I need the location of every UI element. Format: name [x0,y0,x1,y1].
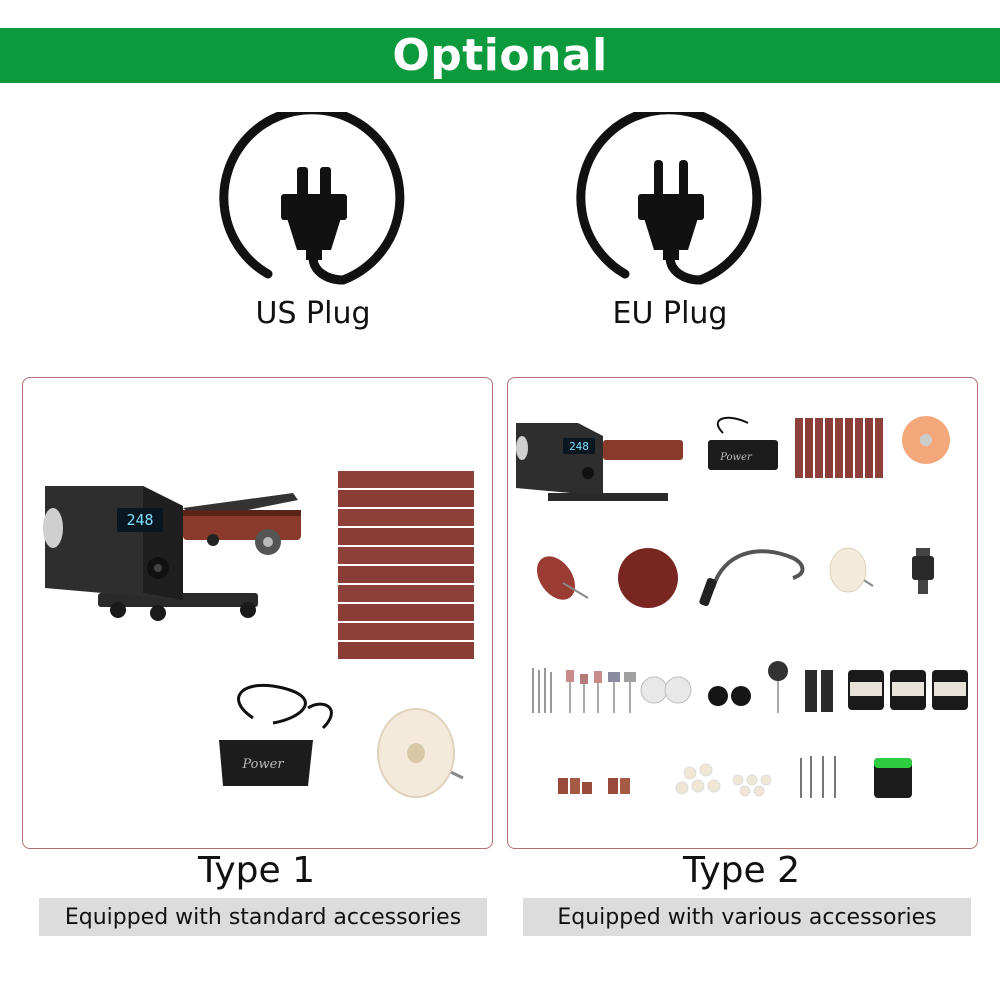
type2-product-illustration: 248 Power [516,416,968,798]
sanding-bands [558,778,630,794]
type1-product-panel: 248 Power [22,377,493,849]
type1-display-reading: 248 [126,511,153,529]
flexible-shaft [699,549,805,607]
sanding-disc-red [618,548,678,608]
type1-product-illustration: 248 Power [43,471,474,798]
optional-banner: Optional [0,28,1000,83]
cutting-wheels [640,676,692,704]
sanding-sponge-2 [821,670,833,712]
type2-title: Type 2 [682,850,801,891]
us-plug-icon [219,112,405,285]
type2-product-panel: 248 Power [507,377,978,849]
wire-brush [768,661,788,713]
type1-caption: Equipped with standard accessories [39,898,487,936]
type1-adapter-text: Power [241,757,284,772]
power-adapter: Power [219,683,333,786]
mandrels [800,756,836,798]
eu-plug-option: EU Plug [570,112,770,331]
black-cutoff-discs [708,686,751,706]
sanding-disc-mandrel [536,556,589,600]
type2-caption: Equipped with various accessories [523,898,971,936]
type2-adapter-text: Power [719,452,753,463]
sanding-sponge-1 [805,670,817,712]
belt-grinder-machine-small: 248 [516,423,683,501]
us-plug-label: US Plug [255,296,371,331]
collet-box [874,758,912,798]
drill-bits-set [532,668,552,713]
sanding-belt-strips [795,418,883,478]
sanding-belts-stack [338,471,474,659]
grinding-stones-set [566,670,636,713]
felt-buffing-wheel [377,708,464,798]
type1-title: Type 1 [197,850,316,891]
power-adapter-small: Power [708,416,778,470]
felt-polishing-pads [675,763,772,797]
drill-chuck [912,548,934,594]
us-plug-option: US Plug [213,112,413,331]
felt-buffing-wheel-small [829,547,874,593]
type2-display-reading: 248 [569,440,589,453]
belt-grinder-machine: 248 [43,486,301,621]
eu-plug-icon [576,112,762,285]
eu-plug-label: EU Plug [612,296,728,331]
banner-title: Optional [392,30,608,81]
polishing-compound-jars [848,670,968,710]
